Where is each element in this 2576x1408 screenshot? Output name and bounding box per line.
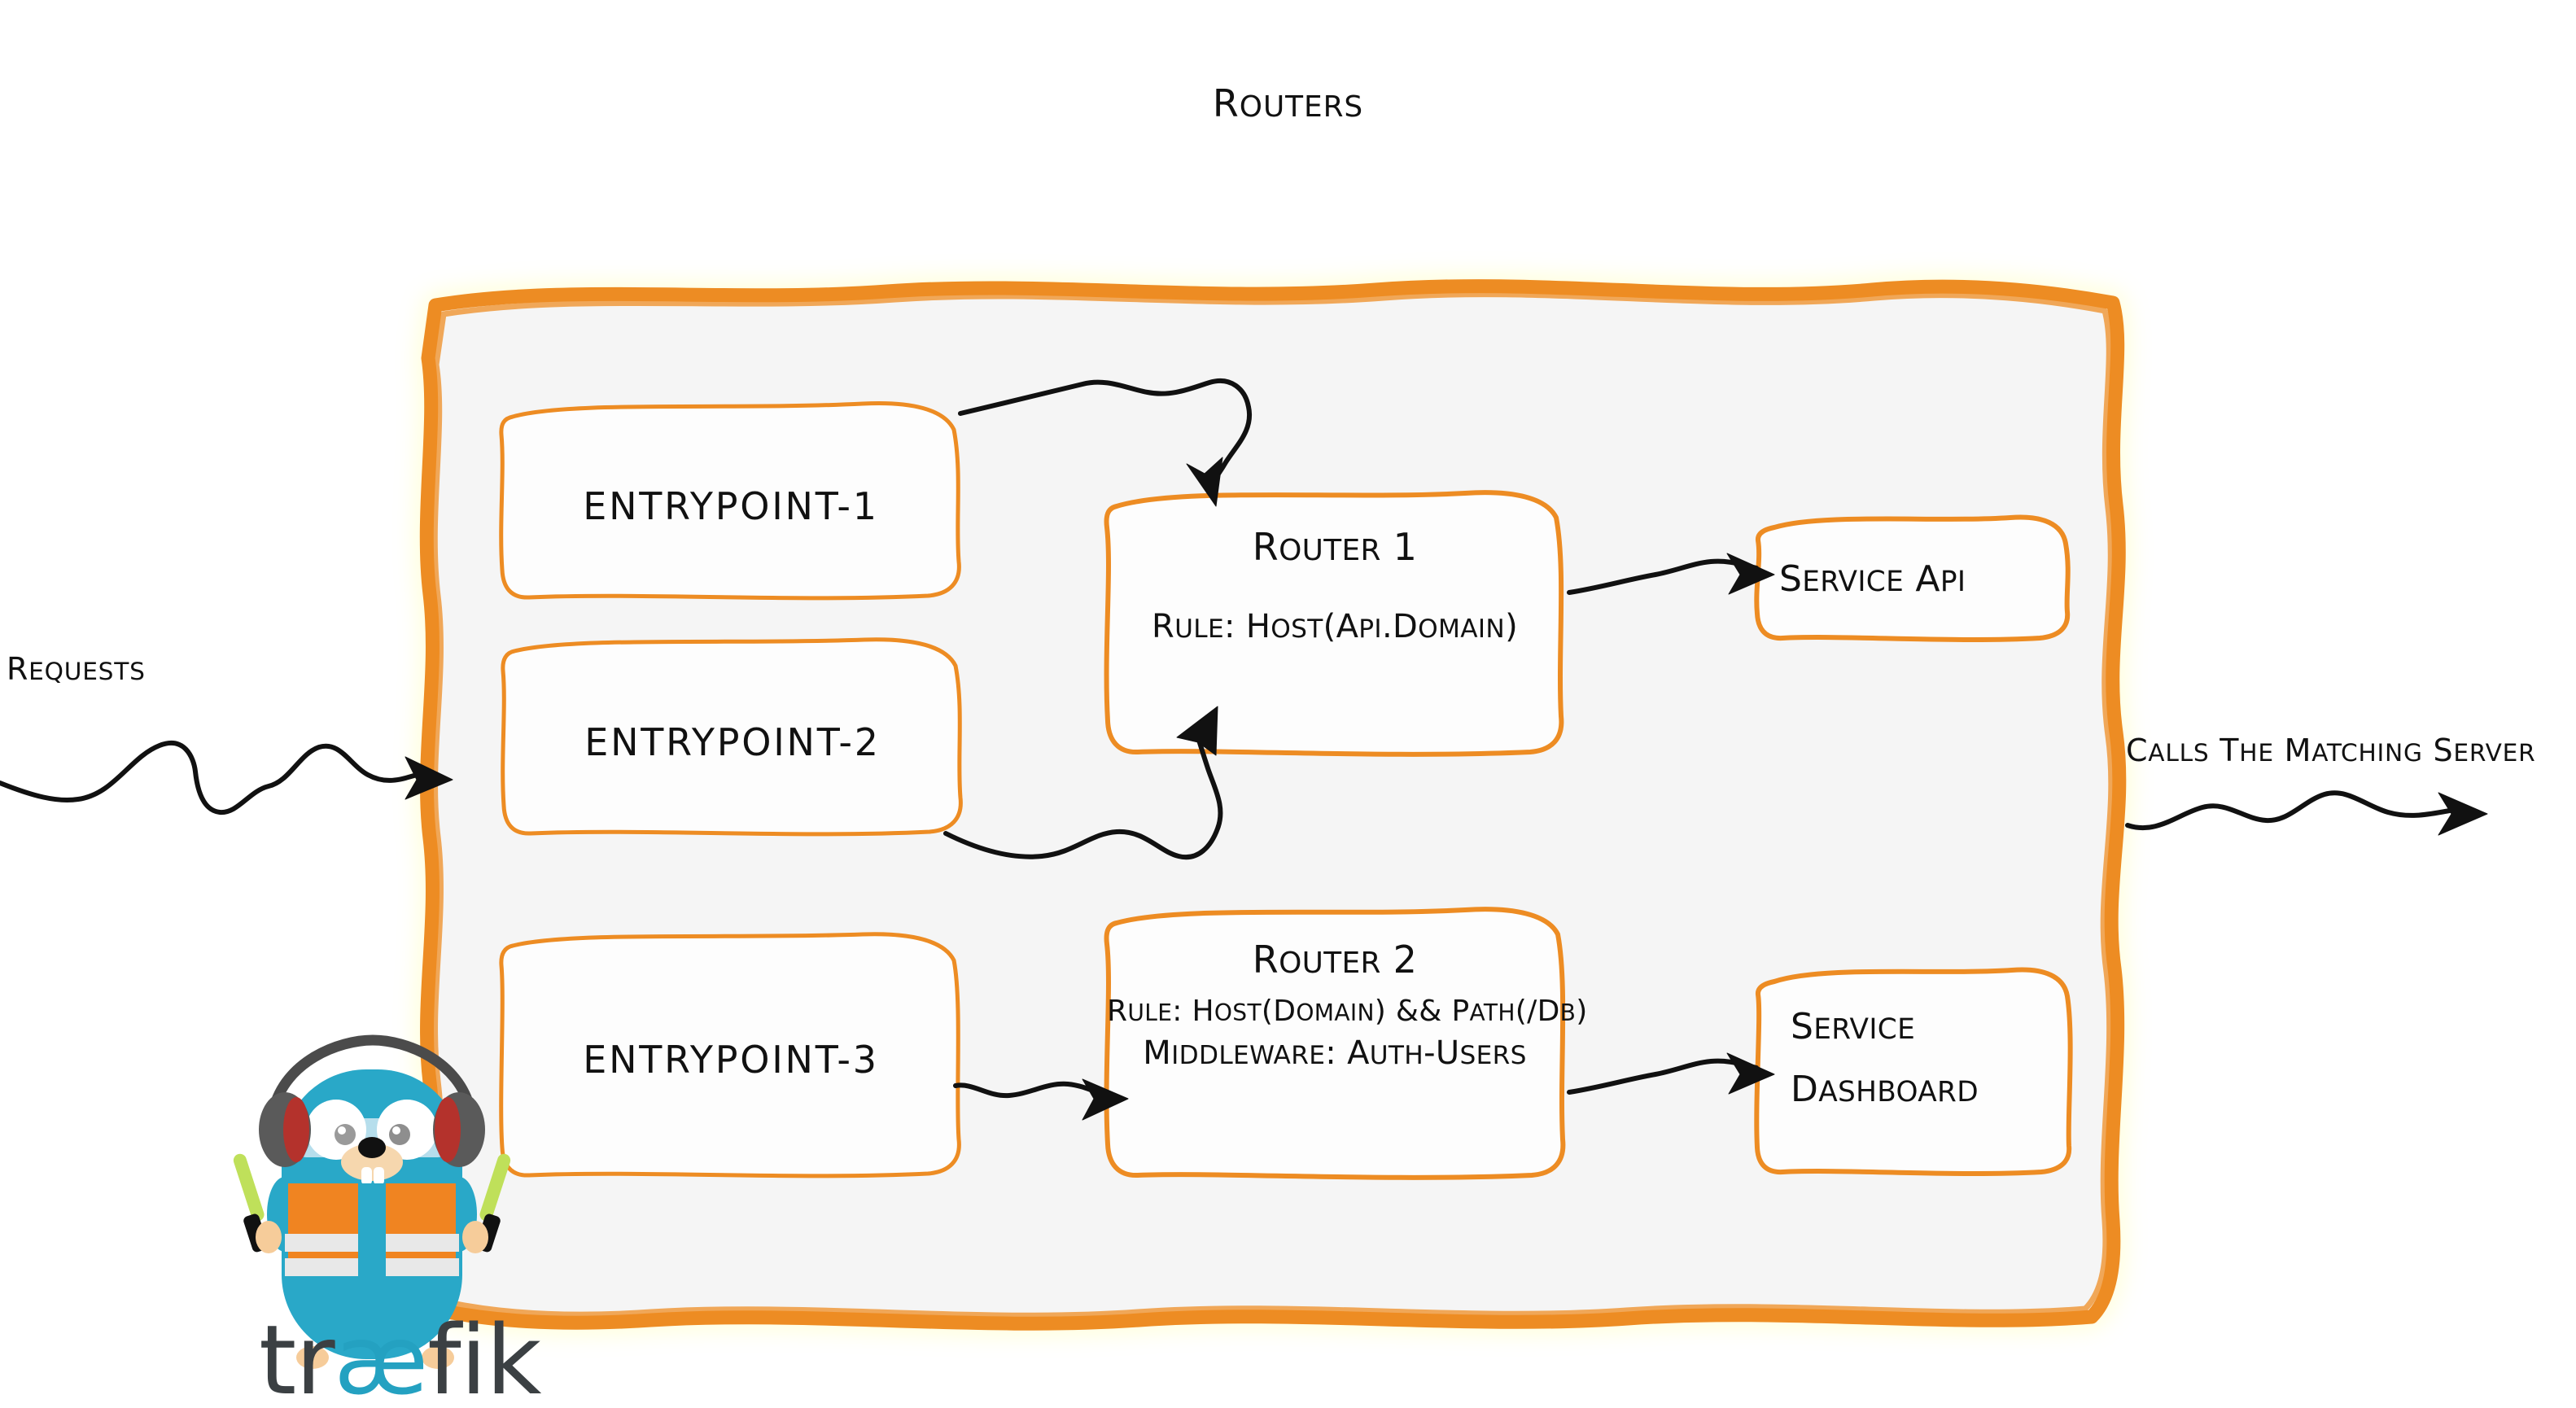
pupil-left-glint — [338, 1126, 346, 1135]
arrow-router2-dashboard — [1567, 1058, 1759, 1095]
vest-stripe-upper-left — [285, 1234, 360, 1252]
router-1-title: ROUTER 1 — [1252, 525, 1418, 569]
service-dashboard[interactable]: SERVICE DASHBOARD — [1791, 1006, 2084, 1110]
headphone-band-icon — [268, 1034, 476, 1112]
arrow-router1-api-head — [1726, 553, 1775, 595]
vest-stripe-upper-right — [384, 1234, 459, 1252]
router-2-middleware: MIDDLEWARE: AUTH-USERS — [1143, 1034, 1527, 1072]
service-api-label: SERVICE API — [1779, 558, 1966, 600]
headphone-cup-left-icon — [259, 1092, 311, 1167]
routers-panel-border — [419, 279, 2127, 1331]
traefik-wordmark: træfik — [259, 1312, 541, 1408]
eye-right-white — [377, 1100, 437, 1160]
entrypoint-2-label: entrypoint-2 — [584, 720, 881, 764]
pupil-left — [335, 1124, 356, 1145]
calls-matching-server-label: CALLS THE MATCHING SERVER — [2126, 732, 2536, 768]
router-1[interactable]: ROUTER 1 RULE: HOST(API.DOMAIN) — [1107, 525, 1563, 645]
service-dashboard-line-1: SERVICE — [1791, 1006, 1916, 1047]
tooth-right — [374, 1167, 384, 1185]
arrow-ep1-router1-head — [1186, 457, 1223, 507]
service-dashboard-line-2: DASHBOARD — [1791, 1069, 1979, 1110]
entrypoint-2[interactable]: entrypoint-2 — [504, 720, 961, 764]
page-title-text: ROUTERS — [1212, 81, 1364, 125]
hand-right — [462, 1221, 488, 1253]
safety-vest — [291, 1183, 453, 1270]
pupil-right-glint — [392, 1126, 400, 1135]
service-api[interactable]: SERVICE API — [1779, 558, 2072, 600]
arrow-ep3-router2 — [953, 1081, 1114, 1100]
entrypoint-1[interactable]: entrypoint-1 — [502, 484, 960, 528]
requests-label: REQUESTS — [7, 651, 146, 687]
router-2-title: ROUTER 2 — [1252, 938, 1418, 982]
hand-left — [256, 1221, 282, 1253]
tooth-left — [361, 1167, 372, 1185]
router-2[interactable]: ROUTER 2 RULE: HOST(DOMAIN) && PATH(/DB)… — [1107, 938, 1588, 1072]
arrow-ep2-router1-head — [1176, 706, 1218, 756]
vest-left-panel — [288, 1183, 358, 1275]
headphone-cup-right-icon — [433, 1092, 485, 1167]
page-title: ROUTERS — [0, 81, 2576, 125]
marshalling-wand-right-icon — [475, 1153, 511, 1253]
arrow-calls-out — [2125, 790, 2452, 831]
arrow-ep2-router1 — [943, 730, 1223, 860]
vest-center-gap — [358, 1183, 386, 1279]
eye-left-white — [306, 1100, 366, 1160]
arm-left — [267, 1177, 303, 1252]
arrow-router1-api — [1567, 558, 1759, 595]
arrow-calls-out-head — [2438, 792, 2488, 836]
vest-stripe-lower-right — [384, 1258, 459, 1276]
vest-right-panel — [386, 1183, 456, 1275]
marshalling-wand-left-icon — [233, 1153, 269, 1253]
entrypoint-1-label: entrypoint-1 — [583, 484, 879, 528]
arrow-ep3-router2-head — [1082, 1078, 1129, 1121]
router-2-rule: RULE: HOST(DOMAIN) && PATH(/DB) — [1107, 995, 1588, 1028]
arm-right — [441, 1177, 477, 1252]
pupil-right — [389, 1124, 410, 1145]
wordmark-ae-ligature: æ — [334, 1304, 428, 1408]
arrow-requests — [0, 741, 419, 816]
arrow-ep1-router1 — [958, 378, 1253, 491]
routers-panel-fill — [426, 286, 2119, 1324]
snout — [341, 1143, 403, 1181]
nose-icon — [358, 1137, 386, 1158]
wordmark-part-1: tr — [259, 1304, 335, 1408]
vest-stripe-lower-left — [285, 1258, 360, 1276]
arrow-router2-dashboard-head — [1726, 1052, 1775, 1095]
router-1-rule: RULE: HOST(API.DOMAIN) — [1152, 608, 1518, 645]
entrypoint-3-label: entrypoint-3 — [583, 1038, 879, 1082]
panel-glow — [416, 275, 2130, 1335]
goggles-strap — [295, 1118, 449, 1157]
wordmark-part-2: fik — [427, 1304, 541, 1408]
arrow-requests-head — [405, 756, 453, 800]
entrypoint-3[interactable]: entrypoint-3 — [502, 1038, 960, 1082]
